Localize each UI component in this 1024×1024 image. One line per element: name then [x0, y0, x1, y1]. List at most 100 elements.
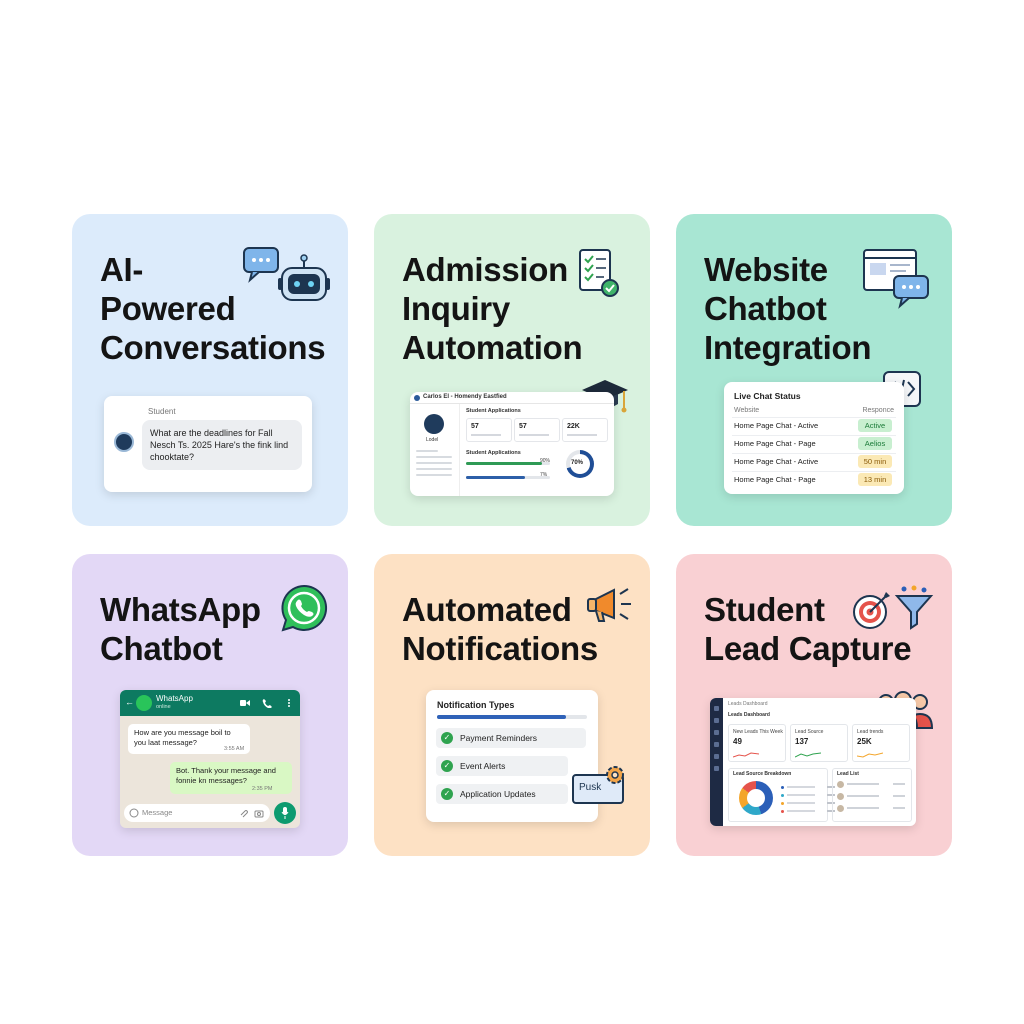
- card-title: AI- Powered Conversations: [100, 251, 326, 366]
- message-input[interactable]: Message: [124, 804, 270, 822]
- legend-item: [781, 809, 841, 814]
- sidebar-line: [416, 456, 452, 458]
- chat-page-name: Home Page Chat - Active: [734, 421, 819, 430]
- progress-bar: [466, 462, 550, 465]
- mic-button[interactable]: [274, 802, 296, 824]
- lead-list-title: Lead List: [837, 771, 859, 777]
- table-row[interactable]: Home Page Chat - Page 13 min: [732, 473, 896, 487]
- progress-percent: 90%: [540, 458, 551, 464]
- dashboard-title: Carlos El - Homendy Eastfied: [423, 394, 507, 400]
- chat-preview-panel: Student What are the deadlines for Fall …: [104, 396, 312, 492]
- card-title: Admission Inquiry Automation: [402, 251, 583, 366]
- more-options-icon[interactable]: [284, 698, 294, 708]
- bot-avatar: [114, 432, 134, 452]
- contact-name: WhatsApp: [156, 694, 193, 703]
- checklist-icon: [579, 249, 619, 297]
- panel-title: Live Chat Status: [734, 391, 801, 401]
- metric-label: Lead trends: [857, 729, 884, 735]
- divider: [732, 417, 896, 418]
- progress-fill: [466, 462, 542, 465]
- sidebar-item[interactable]: [714, 706, 719, 711]
- table-row[interactable]: Home Page Chat - Active 50 min: [732, 455, 896, 469]
- camera-icon[interactable]: [254, 808, 264, 818]
- outgoing-message: Bot. Thank your message and fonnie kn me…: [170, 762, 292, 794]
- card-website-chatbot-integration[interactable]: Website Chatbot Integration Live Chat St…: [676, 214, 952, 526]
- progress-ring: [566, 450, 594, 478]
- sidebar-item[interactable]: [714, 766, 719, 771]
- breakdown-title: Lead Source Breakdown: [733, 771, 792, 777]
- list-item[interactable]: ✓ Application Updates: [436, 784, 568, 804]
- sidebar-line: [416, 462, 452, 464]
- mic-icon: [281, 807, 289, 819]
- chat-header: ← WhatsApp online: [120, 690, 300, 716]
- card-admission-inquiry-automation[interactable]: Admission Inquiry Automation Carlos El -…: [374, 214, 650, 526]
- list-item[interactable]: [837, 781, 909, 790]
- check-icon: ✓: [441, 732, 453, 744]
- sidebar-item[interactable]: [714, 718, 719, 723]
- metric-value: 137: [795, 737, 809, 746]
- browser-chat-icon: [863, 249, 929, 309]
- chat-bot-icon: [243, 247, 330, 301]
- column-header-response: Responce: [862, 407, 894, 414]
- sidebar-line: [416, 468, 452, 470]
- sidebar-item[interactable]: [714, 730, 719, 735]
- legend-item: [781, 785, 841, 790]
- sidebar-item[interactable]: [714, 754, 719, 759]
- notification-type-label: Payment Reminders: [460, 733, 538, 743]
- contact-status: online: [156, 704, 171, 710]
- lead-list: Lead List: [832, 768, 912, 822]
- column-header-website: Website: [734, 407, 760, 414]
- status-badge: Aelios: [858, 437, 892, 450]
- progress-percent: 7%: [540, 472, 548, 478]
- metric-label: Lead Source: [795, 729, 824, 735]
- megaphone-icon: [587, 588, 631, 622]
- chat-page-name: Home Page Chat - Active: [734, 457, 819, 466]
- table-row[interactable]: Home Page Chat - Page Aelios: [732, 437, 896, 451]
- chat-page-name: Home Page Chat - Page: [734, 439, 816, 448]
- phone-icon[interactable]: [262, 698, 272, 708]
- list-item[interactable]: ✓ Payment Reminders: [436, 728, 586, 748]
- legend-item: [781, 801, 841, 806]
- list-item[interactable]: [837, 793, 909, 802]
- incoming-message: How are you message boil to you laat mes…: [128, 724, 250, 754]
- card-title: Automated Notifications: [402, 591, 598, 667]
- notification-type-label: Application Updates: [460, 789, 536, 799]
- notification-types-panel: Notification Types ✓ Payment Reminders ✓…: [426, 690, 598, 822]
- live-chat-status-panel: Live Chat Status Website Responce Home P…: [724, 382, 904, 494]
- divider: [732, 453, 896, 454]
- lead-source-breakdown: Lead Source Breakdown: [728, 768, 835, 822]
- list-item[interactable]: ✓ Event Alerts: [436, 756, 568, 776]
- section-title: Student Applications: [466, 450, 521, 456]
- back-arrow-icon[interactable]: ←: [125, 697, 134, 707]
- card-title: WhatsApp Chatbot: [100, 591, 261, 667]
- funnel-icon: [894, 585, 934, 630]
- status-badge: 50 min: [858, 455, 892, 468]
- target-icon: [853, 592, 890, 629]
- legend-item: [781, 793, 841, 798]
- list-item[interactable]: [837, 805, 909, 814]
- stat-card: 22K: [562, 418, 608, 442]
- stat-value: 57: [471, 423, 479, 430]
- video-call-icon[interactable]: [240, 698, 250, 708]
- attach-icon[interactable]: [238, 808, 248, 818]
- card-title: Website Chatbot Integration: [704, 251, 872, 366]
- emoji-icon[interactable]: [129, 808, 139, 818]
- card-automated-notifications[interactable]: Automated Notifications Notification Typ…: [374, 554, 650, 856]
- sidebar-item[interactable]: [714, 742, 719, 747]
- dashboard-sidebar: Lodel: [410, 404, 460, 496]
- message-time: 2:35 PM: [252, 786, 273, 792]
- chat-message-bubble: What are the deadlines for Fall Nesch Ts…: [142, 420, 302, 470]
- card-ai-powered-conversations[interactable]: AI- Powered Conversations Student What a…: [72, 214, 348, 526]
- card-whatsapp-chatbot[interactable]: WhatsApp Chatbot ← WhatsApp online How a…: [72, 554, 348, 856]
- stat-value: 22K: [567, 423, 580, 430]
- push-notification-icon: Pusk: [572, 774, 624, 804]
- sparkline: [857, 752, 883, 758]
- panel-title: Notification Types: [437, 700, 515, 710]
- card-student-lead-capture[interactable]: Student Lead Capture Leads Dashboard Lea…: [676, 554, 952, 856]
- dashboard-header: Carlos El - Homendy Eastfied: [410, 392, 614, 404]
- metric-label: New Leads This Week: [733, 729, 783, 735]
- stat-card: 57: [514, 418, 560, 442]
- admissions-dashboard-panel: Carlos El - Homendy Eastfied Lodel Stude…: [410, 392, 614, 496]
- table-row[interactable]: Home Page Chat - Active Active: [732, 419, 896, 433]
